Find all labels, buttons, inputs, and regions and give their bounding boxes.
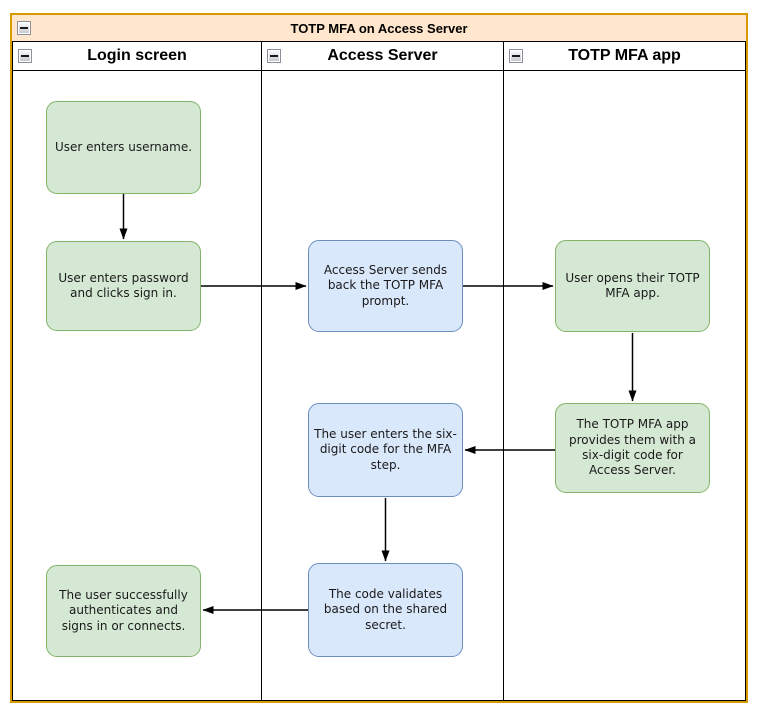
lane-totp-mfa-app-body: [504, 71, 745, 700]
lane-login-screen: Login screen: [13, 42, 261, 700]
pool-title: TOTP MFA on Access Server: [290, 20, 468, 36]
lane-totp-mfa-app-title: TOTP MFA app: [568, 47, 681, 64]
node-enter-password[interactable]: User enters password and clicks sign in.: [46, 241, 201, 331]
node-open-mfa-app[interactable]: User opens their TOTP MFA app.: [555, 240, 710, 332]
node-code-validates[interactable]: The code validates based on the shared s…: [308, 563, 463, 657]
lane-login-collapse-icon[interactable]: [18, 49, 32, 63]
pool-title-bar: TOTP MFA on Access Server: [12, 15, 746, 41]
lane-totp-mfa-app-collapse-icon[interactable]: [509, 49, 523, 63]
node-totp-prompt[interactable]: Access Server sends back the TOTP MFA pr…: [308, 240, 463, 332]
node-enter-code[interactable]: The user enters the six-digit code for t…: [308, 403, 463, 497]
minus-icon: [21, 55, 29, 57]
lane-access-server-collapse-icon[interactable]: [267, 49, 281, 63]
node-auth-success[interactable]: The user successfully authenticates and …: [46, 565, 201, 657]
lane-login-screen-title: Login screen: [87, 47, 187, 64]
pool-collapse-icon[interactable]: [17, 21, 31, 35]
lane-access-server-header[interactable]: Access Server: [262, 42, 503, 71]
lane-totp-mfa-app-header[interactable]: TOTP MFA app: [504, 42, 745, 71]
lane-totp-mfa-app: TOTP MFA app: [503, 42, 745, 700]
minus-icon: [512, 55, 520, 57]
minus-icon: [270, 55, 278, 57]
lane-login-screen-header[interactable]: Login screen: [13, 42, 261, 71]
node-provide-code[interactable]: The TOTP MFA app provides them with a si…: [555, 403, 710, 493]
minus-icon: [20, 27, 28, 29]
node-enter-username[interactable]: User enters username.: [46, 101, 201, 194]
lane-access-server-title: Access Server: [327, 47, 438, 64]
lane-access-server: Access Server: [261, 42, 503, 700]
